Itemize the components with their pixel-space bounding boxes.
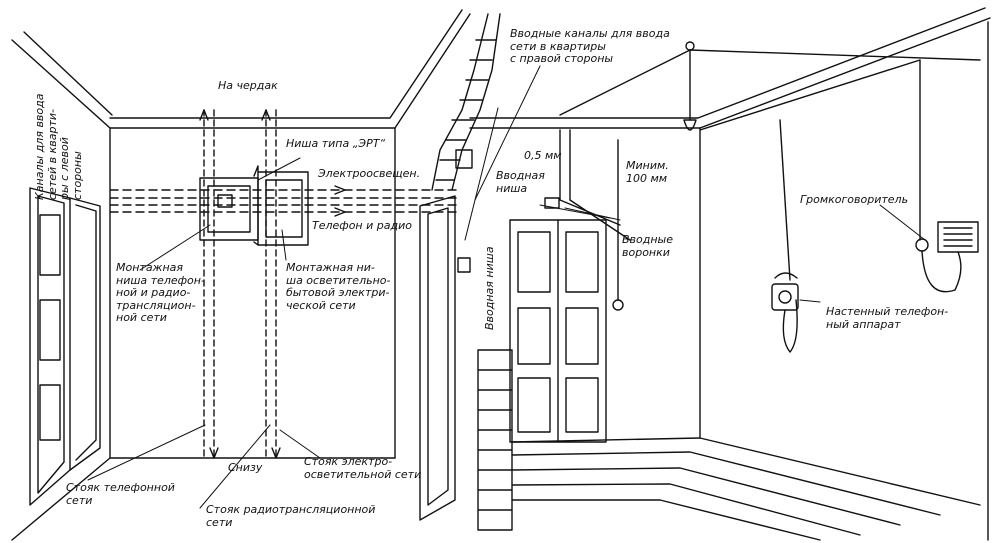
brick-column	[431, 13, 513, 531]
mount-niches	[199, 165, 309, 246]
left-doors	[29, 187, 101, 506]
input-niche-label: Вводная ниша	[496, 169, 545, 195]
riser-electric-label: Стояк электро- осветительной сети	[304, 455, 422, 481]
mount-niche-light-label: Монтажная ни- ша осветительно- бытовой э…	[286, 261, 391, 312]
phone-radio-label: Телефон и радио	[312, 219, 412, 232]
left-channels-label: Каналы для ввода сетей в кварти- ры с ле…	[33, 93, 84, 201]
central-door	[509, 219, 607, 443]
floor	[511, 437, 981, 541]
riser-arrows	[199, 109, 281, 459]
riser-phone-label: Стояк телефонной сети	[66, 481, 175, 507]
mount-niche-phone-label: Монтажная ниша телефон- ной и радио- тра…	[116, 261, 205, 324]
loudspeaker	[915, 221, 979, 293]
gap-05-label: 0,5 мм	[524, 149, 562, 162]
side-door	[419, 195, 456, 521]
wall-phone-label: Настенный телефон- ный аппарат	[826, 305, 949, 331]
attic-label: На чердак	[218, 79, 278, 92]
leader-lines	[87, 65, 926, 509]
horizontal-channels	[109, 189, 461, 213]
wall-phone	[771, 272, 799, 353]
room-outline	[11, 7, 991, 541]
input-channels-right-label: Вводные каналы для ввода сети в квартиры…	[510, 27, 670, 65]
gap-min-label: Миним. 100 мм	[626, 159, 669, 185]
ceiling-wiring	[559, 41, 981, 281]
risers	[203, 109, 277, 459]
lighting-label: Электроосвещен.	[318, 167, 421, 180]
input-funnels-label: Вводные воронки	[622, 233, 674, 259]
niche-ert-label: Ниша типа „ЭРТ“	[286, 137, 386, 150]
input-niche-vertical-label: Вводная ниша	[483, 246, 496, 330]
channel-arrows	[334, 185, 346, 217]
from-below-label: Снизу	[228, 461, 263, 474]
riser-radio-label: Стояк радиотрансляционной сети	[206, 503, 376, 529]
loudspeaker-label: Громкоговоритель	[800, 193, 909, 206]
